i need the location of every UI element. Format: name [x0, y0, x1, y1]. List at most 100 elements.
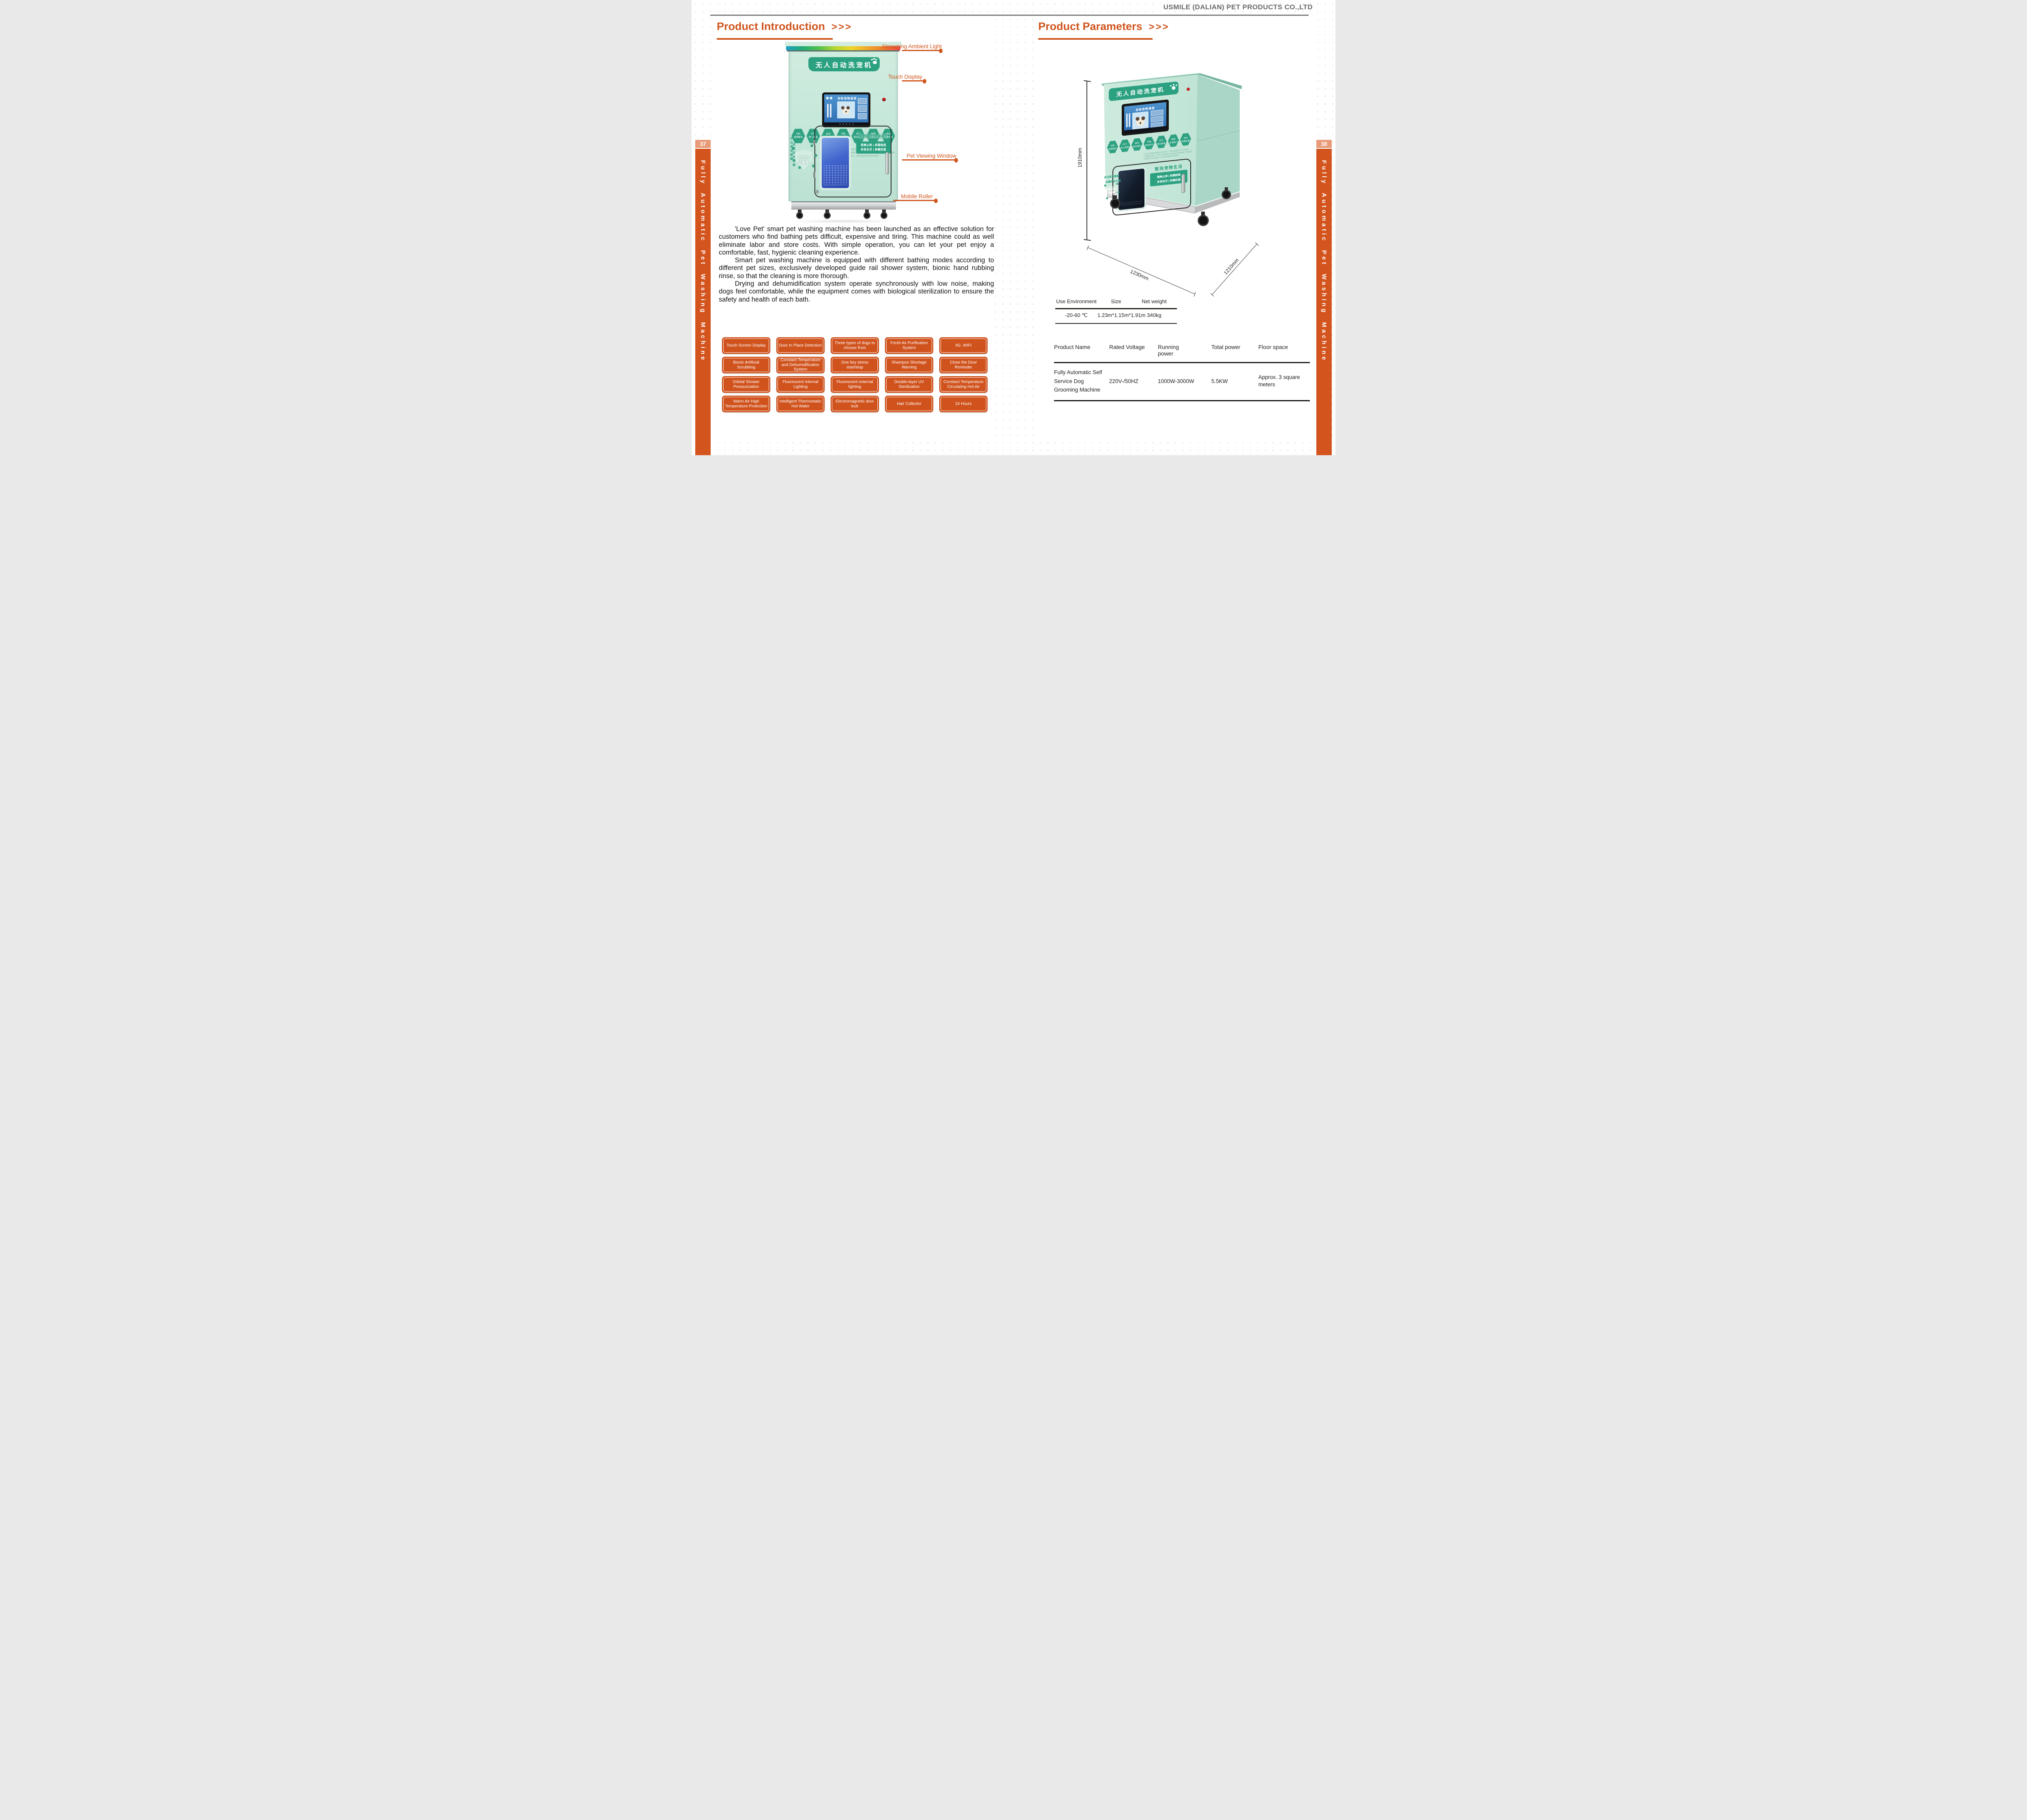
door-headline: 智洗宠物生活	[858, 134, 887, 139]
screen-navbar	[1124, 126, 1166, 133]
svg-text:自动: 自动	[1184, 136, 1188, 139]
chevrons-icon: >>>	[1148, 21, 1170, 32]
feature-badge: Shampoo Shortage Warning	[885, 357, 933, 373]
screen-icons	[826, 97, 829, 100]
feature-badge: Fluorescent Internal Lighting	[776, 376, 825, 393]
callout-mobile-roller: Mobile Roller	[893, 193, 938, 203]
table1-value-row: -20-60 ℃ 1.23m*1.15m*1.91m 340kg	[1065, 312, 1161, 318]
door-slogan-box	[1150, 169, 1187, 186]
screen-navbar	[824, 122, 868, 125]
svg-text:放入爱宠: 放入爱宠	[1121, 146, 1129, 150]
svg-text:扫码: 扫码	[1111, 144, 1115, 147]
height-dimension-line	[1086, 81, 1087, 240]
environment-size-weight-table: Use Environment Size Net weight -20-60 ℃…	[1055, 298, 1177, 324]
callout-viewing-window: Pet Viewing Window	[902, 153, 958, 163]
sterilization-shield-icon	[1106, 186, 1117, 197]
feature-badge: 24 Hours	[939, 396, 988, 412]
svg-text:开始: 开始	[1147, 140, 1151, 143]
callout-ambient-light: Streaming Ambient Light	[882, 43, 943, 53]
usage-steps: 扫码 选择模式 开门 放入爱宠 启动 自动清洁 开始 自动烘干 开门 取出爱宠 …	[1107, 133, 1191, 154]
callout-line	[902, 79, 926, 84]
side-tab-right: Fully Automatic Pet Washing Machine	[1316, 149, 1332, 455]
feature-badge: Constant Temperature and Dehumidificatio…	[776, 357, 825, 373]
specifications-table: Product Name Rated Voltage Running power…	[1054, 344, 1310, 401]
pet-viewing-window-glass	[1117, 167, 1146, 212]
usage-step-hexagon: 开门取出爱宠	[851, 128, 865, 143]
screen-dog-panel	[837, 101, 855, 119]
table1-header-row: Use Environment Size Net weight	[1056, 298, 1167, 304]
svg-text:99.9%: 99.9%	[1108, 188, 1115, 191]
side-tab-left-label: Fully Automatic Pet Washing Machine	[699, 160, 707, 362]
table2-header-row: Product Name Rated Voltage Running power…	[1054, 344, 1288, 357]
paw-icon	[1172, 86, 1176, 90]
screen-thumbnail	[857, 113, 867, 119]
feature-badge: Orbital Shower Pressurization	[722, 376, 770, 393]
table2-value-row: Fully Automatic Self Service Dog Groomin…	[1054, 363, 1310, 400]
door-handle	[1181, 173, 1185, 193]
machine-banner	[1109, 81, 1178, 101]
svg-text:自动烘干: 自动烘干	[1145, 143, 1153, 147]
intro-paragraphs: 'Love Pet' smart pet washing machine has…	[719, 225, 994, 304]
svg-text:开门: 开门	[1159, 139, 1163, 142]
svg-text:自动清洁: 自动清洁	[1133, 144, 1141, 148]
touch-screen: 自助宠物澡堂	[822, 92, 870, 127]
callout-line	[893, 199, 938, 203]
feature-badge: Hair Collector	[885, 396, 933, 412]
intro-paragraph: 'Love Pet' smart pet washing machine has…	[719, 225, 994, 256]
feature-badge: Constant Temperature Circulating Hot Air	[939, 376, 988, 393]
side-tab-right-label: Fully Automatic Pet Washing Machine	[1320, 160, 1328, 362]
feature-badge: Warm Air High Temperature Protection	[722, 396, 770, 412]
height-dimension-label: 1910mm	[1077, 148, 1083, 168]
svg-text:取出爱宠: 取出爱宠	[1157, 142, 1166, 146]
product-name-cell: Fully Automatic Self Service Dog Groomin…	[1054, 369, 1102, 393]
feature-badge: Double-layer UV Sterilization	[885, 376, 933, 393]
left-title-underline	[717, 38, 833, 40]
svg-text:选择模式: 选择模式	[1109, 147, 1117, 151]
svg-text:开门: 开门	[1123, 143, 1127, 146]
ambient-light-strip	[786, 46, 900, 50]
intro-paragraph: Drying and dehumidification system opera…	[719, 280, 994, 303]
floor-space-cell: Approx. 3 square meters	[1258, 374, 1300, 388]
screen-thumbnail	[1151, 109, 1163, 116]
side-slogan-1: 关注爱宠健康	[790, 137, 793, 161]
door-slogan-box: 清爽止痒 | 抑菌除臭 多效去污 | 抑螨抗風	[856, 141, 891, 154]
callout-line	[902, 158, 958, 163]
machine-base	[791, 201, 896, 210]
machine-side-panel	[1195, 75, 1240, 206]
side-tab-left: Fully Automatic Pet Washing Machine	[695, 149, 711, 455]
caster-wheel	[881, 210, 887, 219]
feature-badge: Intelligent Thermostatic Hot Water	[776, 396, 825, 412]
caster-wheel	[1110, 187, 1231, 226]
caster-wheel	[864, 210, 870, 219]
caster-wheel	[824, 210, 831, 219]
feature-badge: Door In Place Detection	[776, 337, 825, 354]
svg-text:消毒杀菌: 消毒杀菌	[1182, 139, 1190, 143]
usage-step-hexagon: 结束关闭舱门	[866, 128, 880, 143]
screen-thumbnail	[1151, 116, 1163, 122]
pet-washing-machine-perspective-view: 无人自动洗宠机 自助宠物澡堂 扫码 选择模式 开门	[1101, 73, 1242, 226]
total-power-cell: 5.5KW	[1211, 378, 1228, 384]
screen-thumbnail	[857, 105, 867, 112]
door-hinge	[813, 172, 815, 178]
left-section-title: Product Introduction>>>	[717, 20, 853, 32]
svg-text:结束: 结束	[1172, 137, 1176, 141]
feature-badge: Fresh Air Purification System	[885, 337, 933, 354]
feature-badge: Touch Screen Display	[722, 337, 770, 354]
brochure-spread: USMILE (DALIAN) PET PRODUCTS CO.,LTD 37 …	[692, 0, 1335, 455]
page-number-left: 37	[695, 140, 711, 148]
machine-lid	[785, 42, 902, 46]
feature-badge: Electromagnetic door lock	[831, 396, 879, 412]
screen-thumbnail	[857, 98, 867, 105]
running-power-cell: 1000W-3000W	[1158, 378, 1194, 384]
feature-grid: Touch Screen Display Door In Place Detect…	[722, 337, 988, 412]
paw-icon	[871, 59, 877, 64]
svg-text:启动: 启动	[1135, 141, 1139, 145]
feature-badge: Bionic Artificial Scrubbing	[722, 357, 770, 373]
chevrons-icon: >>>	[831, 21, 853, 32]
right-title-underline	[1038, 38, 1153, 40]
brand-logo	[816, 190, 819, 194]
callout-line	[902, 49, 943, 53]
door-hinge	[813, 140, 815, 145]
caster-wheel	[796, 210, 803, 219]
company-name: USMILE (DALIAN) PET PRODUCTS CO.,LTD	[1163, 3, 1313, 11]
